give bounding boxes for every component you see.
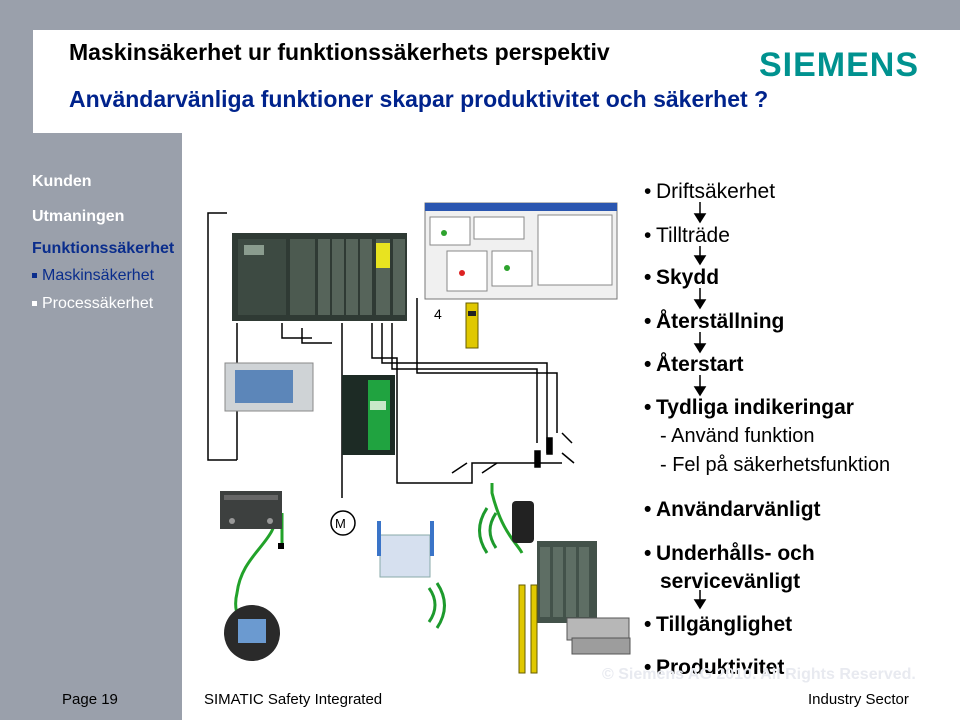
hmi-panel — [224, 362, 314, 412]
copyright-text: © Siemens AG 2010. All Rights Reserved. — [602, 666, 916, 683]
list-item: •Tydliga indikeringar — [644, 396, 854, 419]
handheld-panel — [224, 605, 280, 661]
list-item-label: Återställning — [656, 310, 785, 333]
list-item: •Underhålls- och — [644, 542, 815, 565]
flow-arrows — [693, 202, 707, 610]
list-item: •Produktivitet — [644, 656, 785, 679]
light-curtain — [518, 584, 538, 674]
list-item-label: Underhålls- och — [656, 542, 815, 565]
plc-rack — [232, 233, 407, 321]
list-item-label: Produktivitet — [656, 656, 785, 679]
mobile-device — [512, 501, 534, 543]
list-item-label: Tillträde — [656, 224, 730, 247]
nav-subitem-processakerhet[interactable]: Processäkerhet — [32, 295, 153, 313]
nav-item-kunden[interactable]: Kunden — [32, 173, 92, 190]
sub-list-item: servicevänligt — [660, 570, 801, 593]
siemens-logo: SIEMENS — [759, 46, 920, 84]
sub-list-item: - Använd funktion — [660, 425, 815, 447]
wireless-waves — [427, 507, 498, 629]
safety-switch — [465, 302, 479, 349]
wireless-access-point — [377, 521, 434, 578]
list-item-label: Återstart — [656, 353, 744, 376]
page-subtitle: Användarvänliga funktioner skapar produk… — [69, 86, 769, 112]
motor-label: M — [335, 516, 346, 531]
bullet-square-icon — [32, 301, 37, 307]
contactors — [451, 432, 575, 474]
list-item: •Användarvänligt — [644, 498, 821, 521]
page-title: Maskinsäkerhet ur funktionssäkerhets per… — [69, 39, 610, 65]
footer — [182, 680, 960, 720]
list-item: •Tillgänglighet — [644, 613, 793, 636]
nav-subitem-label: Processäkerhet — [42, 295, 154, 312]
frequency-drive — [342, 375, 395, 455]
terminal-blocks — [566, 617, 631, 655]
nav-subitem-maskinsakerhet[interactable]: Maskinsäkerhet — [32, 267, 154, 285]
nav-subitem-label: Maskinsäkerhet — [42, 267, 155, 284]
et-module — [537, 541, 597, 623]
hmi-screenshot — [424, 202, 618, 300]
product-name: SIMATIC Safety Integrated — [204, 691, 383, 708]
list-item: •Tillträde — [644, 224, 730, 247]
diagram-label-4: 4 — [434, 306, 442, 322]
list-item: •Driftsäkerhet — [644, 180, 776, 203]
motor-symbol — [330, 510, 356, 536]
list-item: •Återstart — [644, 353, 744, 376]
list-item-label: Användarvänligt — [656, 498, 821, 521]
list-item: •Skydd — [644, 266, 720, 289]
list-item-label: Skydd — [656, 266, 720, 289]
list-item-label: Driftsäkerhet — [656, 180, 776, 203]
page-number: Page 19 — [62, 691, 118, 708]
nav-item-utmaningen[interactable]: Utmaningen — [32, 208, 125, 225]
list-item-label: Tillgänglighet — [656, 613, 793, 636]
bullet-square-icon — [32, 273, 37, 279]
footer-left-band — [0, 680, 182, 720]
nav-item-funktionssakerhet[interactable]: Funktionssäkerhet — [32, 240, 175, 257]
list-item: •Återställning — [644, 310, 785, 333]
list-item-label: Tydliga indikeringar — [656, 396, 854, 419]
system-diagram: 4 M — [207, 202, 631, 674]
sub-list-item: - Fel på säkerhetsfunktion — [660, 454, 891, 476]
header: Maskinsäkerhet ur funktionssäkerhets per… — [33, 30, 960, 133]
remote-io — [220, 491, 284, 549]
sector-label: Industry Sector — [808, 691, 909, 708]
